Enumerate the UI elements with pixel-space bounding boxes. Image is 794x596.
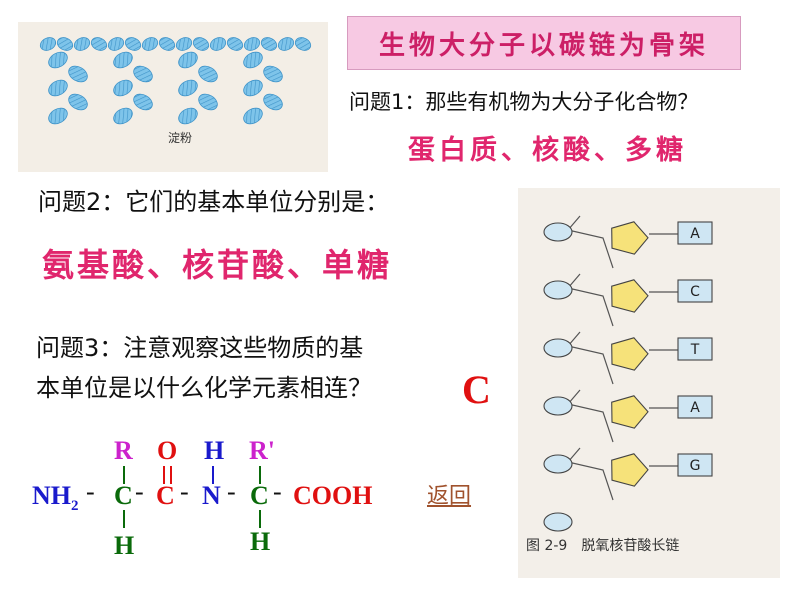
formula-dash-2: -	[135, 477, 144, 506]
nitrogenous-base-box	[677, 453, 713, 477]
starch-glucose-unit	[48, 79, 68, 97]
nitrogenous-base-label: G	[690, 458, 701, 474]
answer-2: 氨基酸、核苷酸、单糖	[42, 246, 393, 284]
starch-glucose-unit	[243, 51, 263, 69]
starch-glucose-unit	[39, 37, 57, 51]
nitrogenous-base-box	[677, 279, 713, 303]
starch-glucose-unit	[133, 93, 153, 111]
starch-glucose-unit	[68, 93, 88, 111]
title-banner: 生物大分子以碳链为骨架	[347, 16, 741, 70]
formula-n: N	[202, 481, 221, 510]
starch-glucose-unit	[209, 37, 227, 51]
starch-glucose-unit	[178, 107, 198, 125]
starch-glucose-unit	[243, 37, 261, 51]
starch-glucose-unit	[124, 37, 142, 51]
dna-caption: 图 2-9 脱氧核苷酸长链	[526, 538, 679, 554]
starch-image: 淀粉	[18, 22, 328, 172]
starch-glucose-unit	[141, 37, 159, 51]
starch-glucose-unit	[133, 65, 153, 83]
starch-glucose-unit	[294, 37, 312, 51]
starch-glucose-unit	[178, 79, 198, 97]
question-1: 问题1：那些有机物为大分子化合物？	[349, 90, 699, 114]
starch-glucose-unit	[113, 107, 133, 125]
starch-glucose-unit	[175, 37, 193, 51]
dipeptide-formula: R O H R' NH2 - C - C - N - C - COOH H H	[30, 432, 420, 562]
phosphate-group	[543, 396, 573, 416]
formula-o: O	[157, 436, 177, 465]
starch-glucose-unit	[56, 37, 74, 51]
back-link[interactable]: 返回	[427, 484, 472, 509]
nitrogenous-base-label: A	[690, 226, 700, 242]
phosphate-group	[543, 222, 573, 242]
starch-glucose-unit	[113, 79, 133, 97]
phosphate-group	[543, 338, 573, 358]
formula-c3: C	[250, 481, 269, 510]
starch-glucose-unit	[48, 107, 68, 125]
phosphate-group	[543, 454, 573, 474]
formula-h-top: H	[204, 436, 224, 465]
starch-glucose-unit	[198, 93, 218, 111]
phosphate-group	[543, 280, 573, 300]
starch-glucose-unit	[68, 65, 88, 83]
starch-glucose-unit	[73, 37, 91, 51]
starch-glucose-unit	[107, 37, 125, 51]
starch-glucose-unit	[48, 51, 68, 69]
nitrogenous-base-label: C	[690, 284, 700, 300]
nitrogenous-base-label: A	[690, 400, 700, 416]
question-3-line-2: 本单位是以什么化学元素相连？	[36, 374, 372, 402]
starch-glucose-unit	[243, 79, 263, 97]
formula-h-bottom-2: H	[250, 527, 270, 556]
starch-glucose-unit	[90, 37, 108, 51]
starch-glucose-unit	[243, 107, 263, 125]
nitrogenous-base-box	[677, 221, 713, 245]
starch-glucose-unit	[226, 37, 244, 51]
dna-backbone-bond	[566, 215, 614, 269]
formula-r1: R	[114, 436, 133, 465]
deoxyribose-sugar	[611, 221, 649, 255]
page-title: 生物大分子以碳链为骨架	[378, 30, 709, 61]
dna-backbone-bond	[566, 447, 614, 501]
starch-glucose-unit	[113, 51, 133, 69]
starch-glucose-unit	[158, 37, 176, 51]
dna-backbone-bond	[566, 331, 614, 385]
formula-dash-4: -	[227, 477, 236, 506]
deoxyribose-sugar	[611, 395, 649, 429]
starch-glucose-unit	[277, 37, 295, 51]
starch-glucose-unit	[263, 65, 283, 83]
answer-3: C	[462, 367, 491, 412]
question-3-line-1: 问题3：注意观察这些物质的基	[36, 334, 364, 362]
dna-chain-drawing: A C T A G 图 2-9 脱氧核苷酸长链	[526, 215, 713, 554]
starch-glucose-unit	[178, 51, 198, 69]
starch-glucose-unit	[260, 37, 278, 51]
formula-cooh: COOH	[293, 481, 372, 510]
deoxyribose-sugar	[611, 337, 649, 371]
dna-backbone-bond	[566, 389, 614, 443]
deoxyribose-sugar	[611, 453, 649, 487]
starch-caption: 淀粉	[168, 131, 192, 145]
answer-1: 蛋白质、核酸、多糖	[408, 135, 687, 166]
formula-dash-1: -	[86, 477, 95, 506]
nitrogenous-base-label: T	[690, 342, 700, 358]
starch-glucose-unit	[192, 37, 210, 51]
question-2: 问题2：它们的基本单位分别是：	[38, 188, 390, 216]
starch-structure-drawing: 淀粉	[39, 37, 312, 145]
formula-h-bottom-1: H	[114, 531, 134, 560]
nitrogenous-base-box	[677, 395, 713, 419]
nitrogenous-base-box	[677, 337, 713, 361]
starch-glucose-unit	[198, 65, 218, 83]
starch-glucose-unit	[263, 93, 283, 111]
formula-nh2: NH2	[32, 481, 79, 514]
formula-dash-5: -	[273, 477, 282, 506]
formula-r2: R'	[249, 436, 275, 465]
deoxyribose-sugar	[611, 279, 649, 313]
formula-c2: C	[156, 481, 175, 510]
dna-chain-image: A C T A G 图 2-9 脱氧核苷酸长链	[518, 188, 780, 578]
formula-c1: C	[114, 481, 133, 510]
phosphate-group	[543, 512, 573, 532]
formula-dash-3: -	[180, 477, 189, 506]
dna-backbone-bond	[566, 273, 614, 327]
